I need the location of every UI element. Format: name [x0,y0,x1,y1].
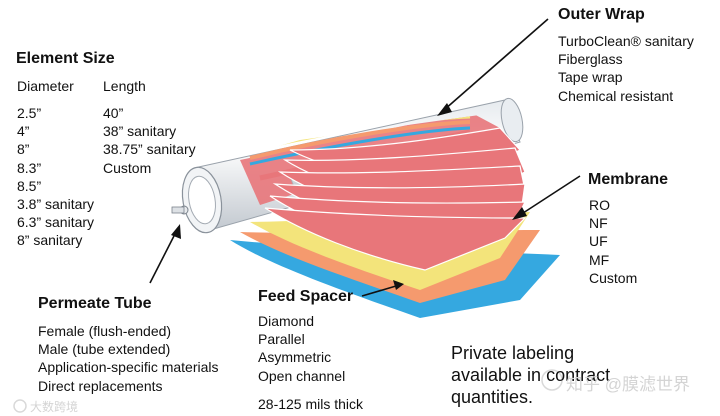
diameter-item: 4” [17,122,94,140]
length-item: 38.75” sanitary [103,140,196,158]
membrane-item: RO [589,196,637,214]
length-item: Custom [103,159,196,177]
feed-spacer-item: Parallel [258,330,345,348]
watermark-right: 知乎 @膜滤世界 [566,370,690,395]
permeate-tube-item: Female (flush-ended) [38,322,219,340]
membrane-item: UF [589,232,637,250]
private-labeling-line: Private labeling [451,342,610,364]
diameter-item: 3.8” sanitary [17,195,94,213]
feed-spacer-heading: Feed Spacer [258,288,353,306]
diameter-item: 8.5” [17,177,94,195]
membrane-heading: Membrane [588,171,668,189]
outer-wrap-item: Chemical resistant [558,87,694,105]
membrane-list: RO NF UF MF Custom [589,196,637,287]
permeate-tube-list: Female (flush-ended) Male (tube extended… [38,322,219,395]
membrane-item: Custom [589,269,637,287]
length-item: 40” [103,104,196,122]
outer-wrap-list: TurboClean® sanitary Fiberglass Tape wra… [558,32,694,105]
permeate-tube-item: Application-specific materials [38,358,219,376]
diameter-item: 6.3” sanitary [17,213,94,231]
diameter-column-header: Diameter [17,77,74,95]
outer-wrap-heading: Outer Wrap [558,6,645,24]
permeate-tube-item: Direct replacements [38,377,219,395]
membrane-item: NF [589,214,637,232]
feed-spacer-item: Asymmetric [258,348,345,366]
permeate-tube-heading: Permeate Tube [38,295,152,313]
length-list: 40” 38” sanitary 38.75” sanitary Custom [103,104,196,177]
permeate-tube-item: Male (tube extended) [38,340,219,358]
feed-spacer-item: Diamond [258,312,345,330]
length-column-header: Length [103,77,146,95]
element-size-heading: Element Size [16,50,115,68]
diameter-list: 2.5” 4” 8” 8.3” 8.5” 3.8” sanitary 6.3” … [17,104,94,250]
diameter-item: 8” sanitary [17,231,94,249]
diameter-item: 2.5” [17,104,94,122]
outer-wrap-item: Tape wrap [558,68,694,86]
outer-wrap-item: TurboClean® sanitary [558,32,694,50]
diameter-item: 8.3” [17,159,94,177]
feed-spacer-item: Open channel [258,367,345,385]
feed-spacer-list: Diamond Parallel Asymmetric Open channel [258,312,345,385]
diameter-item: 8” [17,140,94,158]
outer-wrap-item: Fiberglass [558,50,694,68]
feed-spacer-thickness: 28-125 mils thick [258,395,363,413]
length-item: 38” sanitary [103,122,196,140]
watermark-left: 大数跨境 [30,398,78,415]
membrane-item: MF [589,251,637,269]
